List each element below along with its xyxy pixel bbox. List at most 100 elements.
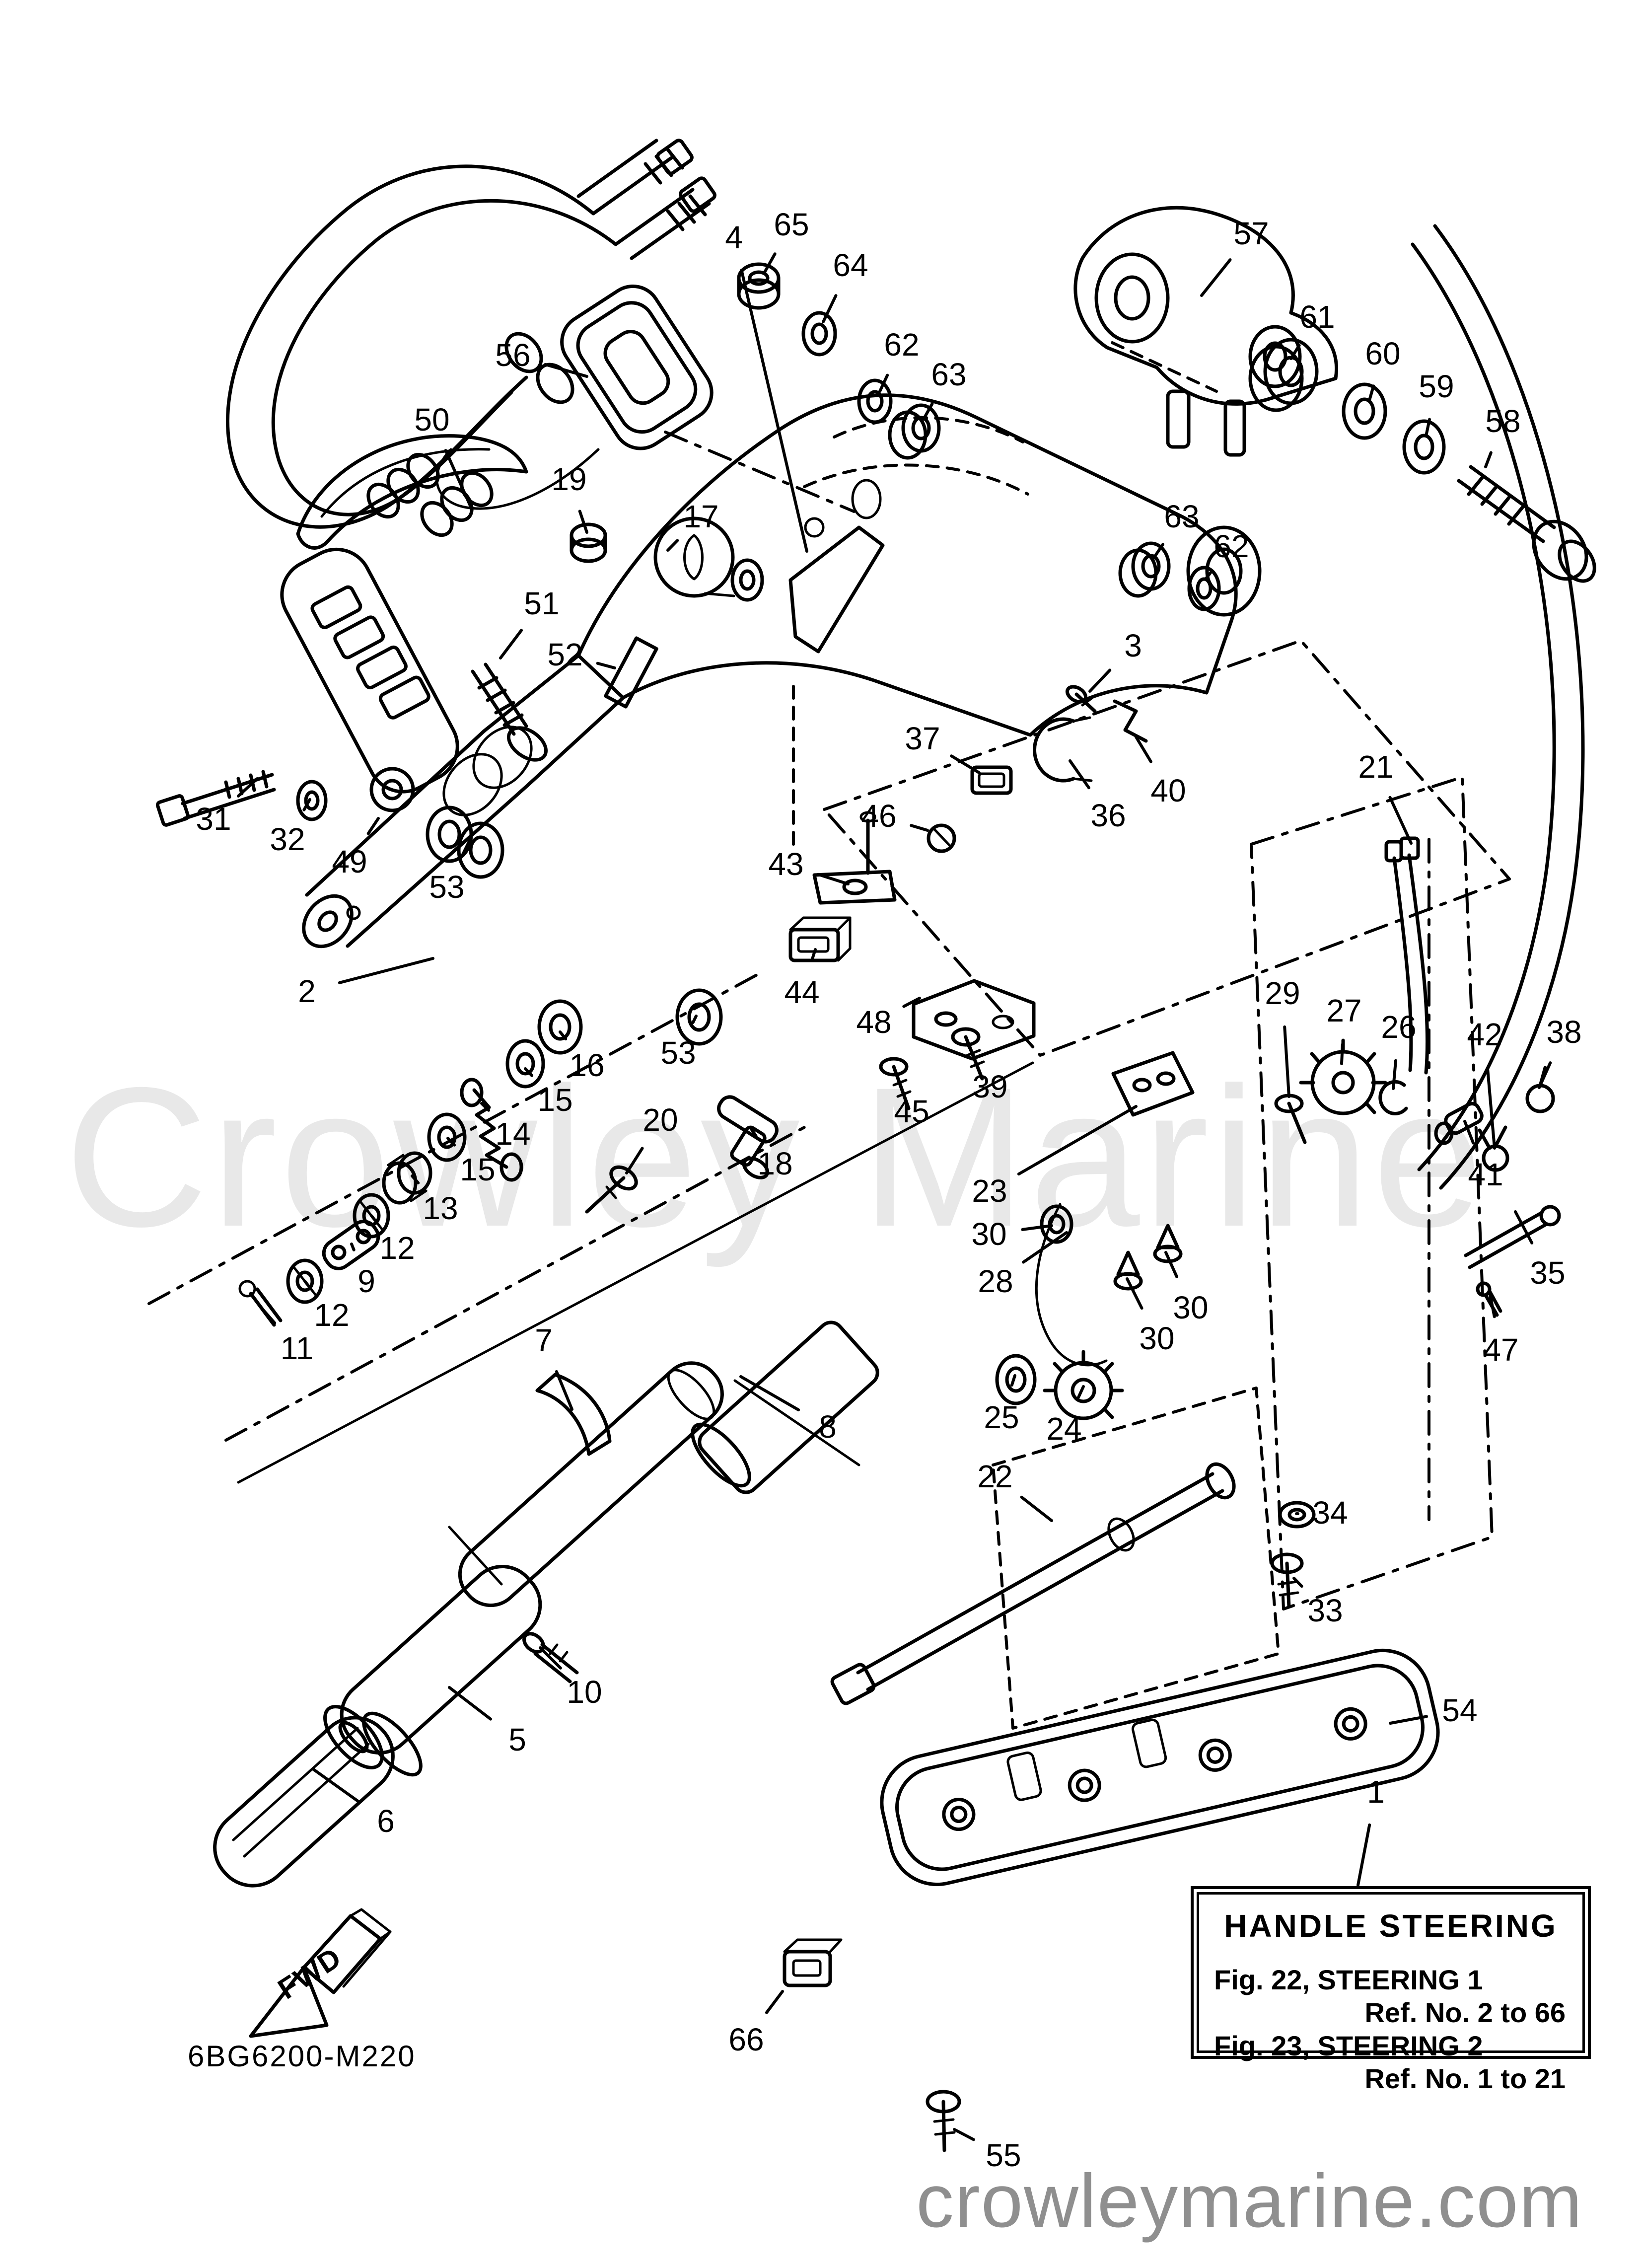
plate-43-drawing <box>812 811 897 905</box>
leader-line-30 <box>1021 1224 1053 1231</box>
cable-end-38-drawing <box>1525 1066 1555 1113</box>
pin-30b-drawing <box>1153 1224 1183 1263</box>
leader-line-53 <box>460 839 471 858</box>
cable-28-drawing <box>1035 1203 1108 1367</box>
callout-leader-lines <box>237 252 1552 2141</box>
washer-15b-drawing <box>427 1112 467 1162</box>
part-callout-10: 10 <box>567 1674 602 1710</box>
leader-line-49 <box>366 817 380 835</box>
leader-line-28 <box>1022 1231 1068 1264</box>
part-callout-33: 33 <box>1307 1593 1343 1628</box>
part-callout-18: 18 <box>757 1146 792 1181</box>
leader-line-47 <box>1488 1291 1496 1318</box>
leader-line-33 <box>1292 1577 1303 1588</box>
part-callout-15: 15 <box>460 1152 495 1187</box>
part-callout-1: 1 <box>1367 1774 1385 1810</box>
strip-52-drawing <box>604 636 658 709</box>
washer-12b-drawing <box>286 1258 324 1304</box>
leader-line-2 <box>338 957 434 984</box>
diagram-code: 6BG6200-M220 <box>188 2040 416 2073</box>
part-callout-43: 43 <box>768 846 803 882</box>
part-callout-42: 42 <box>1467 1017 1502 1052</box>
leader-line-19 <box>578 510 588 534</box>
washer-60-drawing <box>1342 382 1387 440</box>
washer-32-drawing <box>296 780 328 821</box>
friction-strip-7-drawing <box>535 1373 612 1456</box>
clip-37-drawing <box>970 765 1013 795</box>
part-callout-23: 23 <box>972 1173 1007 1209</box>
part-callout-26: 26 <box>1381 1009 1416 1045</box>
washer-64-drawing <box>801 311 837 357</box>
part-callout-54: 54 <box>1442 1692 1477 1728</box>
leader-line-25 <box>1010 1374 1016 1387</box>
screw-33-drawing <box>1270 1552 1304 1609</box>
part-callout-14: 14 <box>495 1116 530 1152</box>
leader-line-9 <box>350 1243 356 1251</box>
nut-65-drawing <box>737 262 781 310</box>
part-callout-17: 17 <box>683 499 718 534</box>
leader-line-22 <box>1020 1495 1053 1522</box>
part-callout-8: 8 <box>819 1409 837 1445</box>
leader-line-63 <box>922 402 934 421</box>
part-callout-22: 22 <box>977 1459 1012 1494</box>
leader-line-64 <box>822 294 838 323</box>
screw-3-drawing <box>1066 685 1097 713</box>
part-callout-19: 19 <box>551 461 586 497</box>
part-callout-65: 65 <box>774 207 809 242</box>
leader-line-61 <box>1289 344 1301 360</box>
leader-line-52 <box>596 661 616 669</box>
part-callout-63: 63 <box>1164 499 1199 534</box>
part-callout-15: 15 <box>537 1082 572 1118</box>
leader-line-13 <box>411 1174 420 1184</box>
part-callout-37: 37 <box>905 721 940 756</box>
part-callout-4: 4 <box>725 219 743 255</box>
grommet-25-drawing <box>995 1354 1037 1405</box>
part-callout-45: 45 <box>894 1094 929 1129</box>
part-callout-38: 38 <box>1546 1014 1581 1050</box>
part-callout-11: 11 <box>281 1330 313 1366</box>
leader-line-24 <box>1076 1385 1085 1400</box>
pin-11-drawing <box>238 1280 283 1327</box>
washer-16-drawing <box>537 999 583 1055</box>
leader-line-57 <box>1200 258 1232 297</box>
part-callout-29: 29 <box>1265 975 1300 1011</box>
leader-line-35 <box>1514 1210 1534 1244</box>
washer-34-drawing <box>1278 1501 1316 1529</box>
leader-line-14 <box>480 1102 491 1112</box>
leader-line-48 <box>902 997 921 1008</box>
bushing-13-drawing <box>382 1151 432 1205</box>
washer-15a-drawing <box>505 1039 545 1089</box>
part-callout-58: 58 <box>1485 403 1520 439</box>
screw-51-drawing <box>471 662 548 762</box>
leader-line-23 <box>1017 1105 1138 1176</box>
clamp-17-drawing <box>653 516 764 602</box>
leader-line-12 <box>303 1280 312 1290</box>
part-callout-7: 7 <box>535 1322 553 1358</box>
part-callout-46: 46 <box>861 798 896 834</box>
part-callout-30: 30 <box>1139 1320 1174 1356</box>
bolt-58-drawing <box>1457 465 1596 583</box>
part-callout-30: 30 <box>1173 1290 1208 1325</box>
part-callout-62: 62 <box>884 327 919 363</box>
part-callout-2: 2 <box>298 973 316 1009</box>
leader-line-6 <box>311 1767 360 1803</box>
part-callout-28: 28 <box>978 1263 1013 1299</box>
leader-line-62 <box>878 373 889 393</box>
leader-line-37 <box>950 754 981 774</box>
grommet-30a-drawing <box>1040 1204 1073 1244</box>
bolt-20-drawing <box>585 1165 638 1214</box>
part-callout-50: 50 <box>414 402 449 438</box>
leader-line-43 <box>816 873 850 885</box>
part-callout-6: 6 <box>377 1803 395 1839</box>
part-callout-25: 25 <box>984 1399 1019 1435</box>
leader-line-40 <box>1135 735 1152 763</box>
leader-line-4 <box>740 269 808 553</box>
leader-line-65 <box>763 252 777 274</box>
leader-line-7 <box>555 1370 573 1411</box>
bolt-29-drawing <box>1274 1094 1307 1144</box>
leader-line-15 <box>524 1067 534 1077</box>
part-callout-52: 52 <box>547 637 582 672</box>
clip-46-drawing <box>927 823 956 853</box>
